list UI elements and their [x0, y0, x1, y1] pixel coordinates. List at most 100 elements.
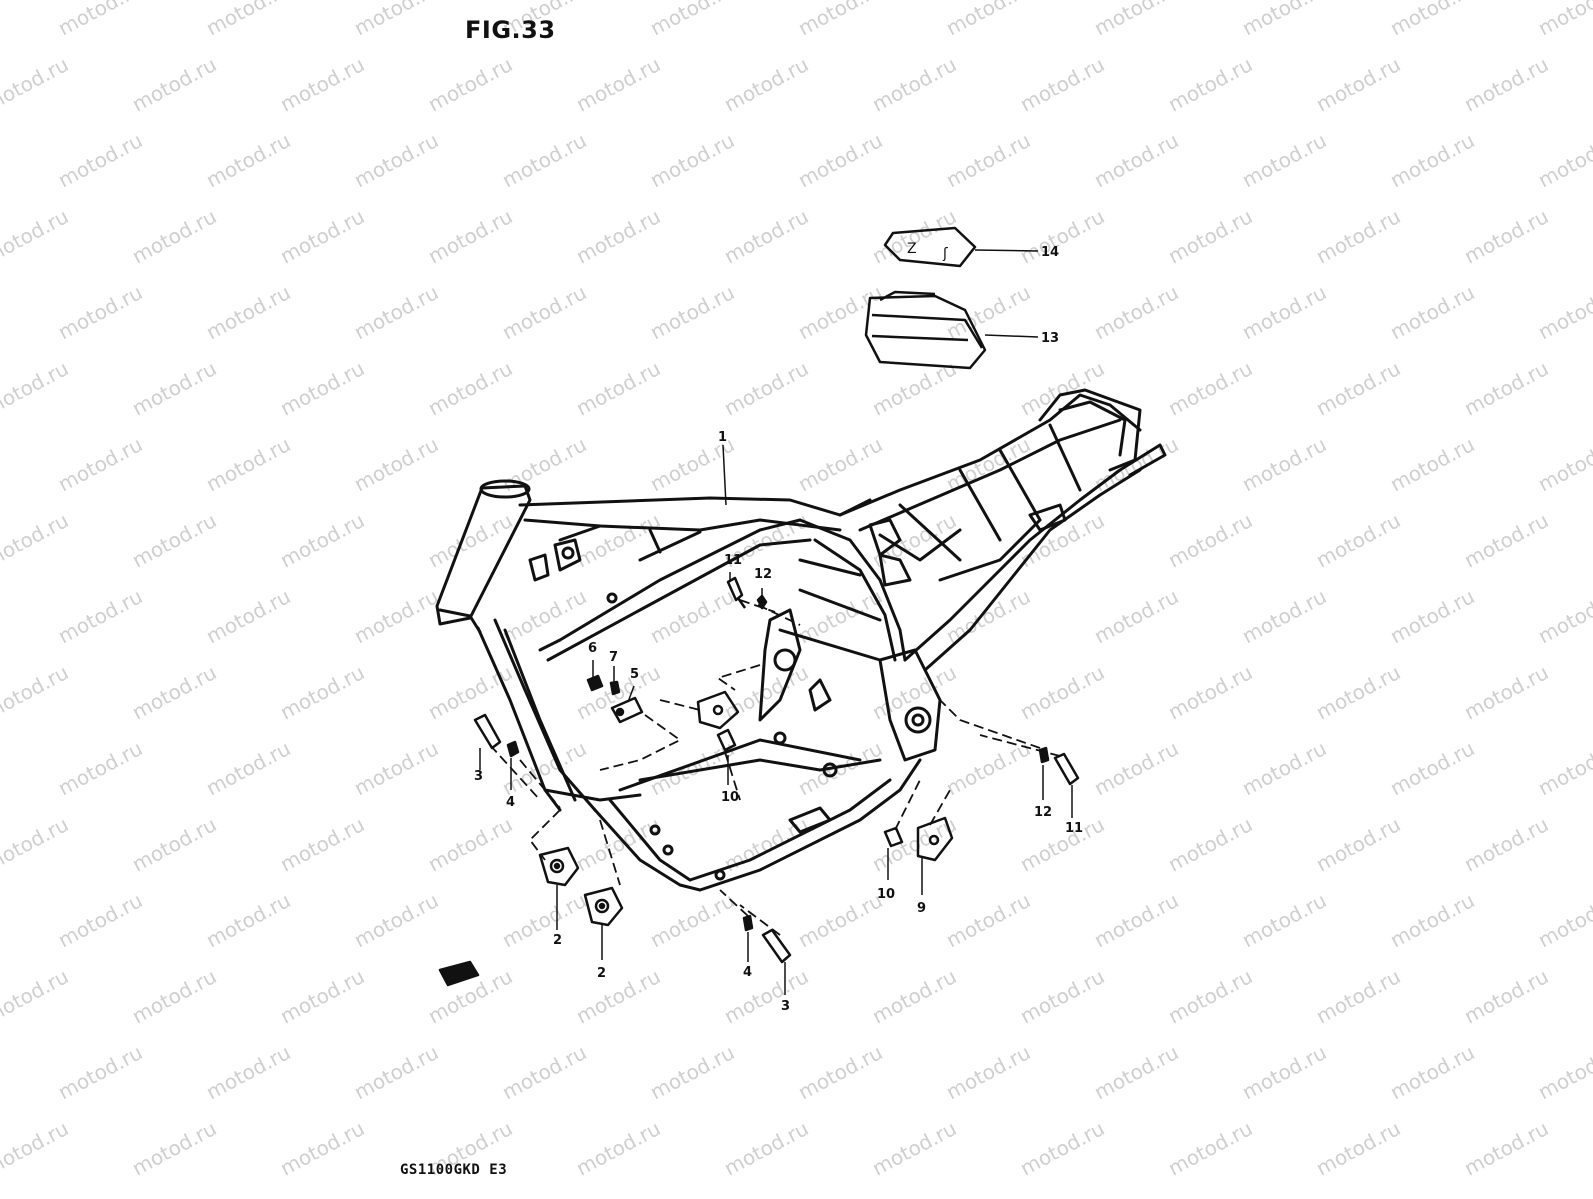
- watermark-text: motod.ru: [1534, 736, 1593, 800]
- callout-2b: 2: [597, 966, 606, 981]
- part-14-label: [883, 226, 977, 268]
- watermark-text: motod.ru: [1386, 584, 1478, 648]
- watermark-text: motod.ru: [276, 204, 368, 268]
- part-5-bracket: [610, 696, 644, 724]
- watermark-text: motod.ru: [1164, 204, 1256, 268]
- watermark-text: motod.ru: [1090, 128, 1182, 192]
- watermark-text: motod.ru: [1016, 812, 1108, 876]
- watermark-text: motod.ru: [1016, 660, 1108, 724]
- watermark-text: motod.ru: [1238, 736, 1330, 800]
- watermark-text: motod.ru: [350, 1040, 442, 1104]
- callout-13: 13: [1041, 331, 1059, 346]
- watermark-text: motod.ru: [276, 52, 368, 116]
- watermark-text: motod.ru: [942, 736, 1034, 800]
- watermark-text: motod.ru: [54, 280, 146, 344]
- front-cradle-left: [538, 518, 802, 652]
- watermark-text: motod.ru: [720, 204, 812, 268]
- assembly-lines: [489, 599, 1061, 936]
- watermark-text: motod.ru: [720, 356, 812, 420]
- watermark-text: motod.ru: [0, 660, 72, 724]
- watermark-text: motod.ru: [0, 812, 72, 876]
- watermark-text: motod.ru: [572, 52, 664, 116]
- watermark-text: motod.ru: [572, 964, 664, 1028]
- watermark-text: motod.ru: [1312, 660, 1404, 724]
- watermark-text: motod.ru: [1164, 52, 1256, 116]
- watermark-text: motod.ru: [1386, 280, 1478, 344]
- svg-text:ʃ: ʃ: [942, 246, 948, 262]
- callout-5: 5: [630, 667, 639, 682]
- figure-title: FIG.33: [465, 16, 556, 44]
- callout-1: 1: [718, 430, 727, 445]
- watermark-text: motod.ru: [1534, 128, 1593, 192]
- watermark-text: motod.ru: [1090, 888, 1182, 952]
- top-tube-left: [518, 496, 872, 517]
- steering-head-top: [479, 479, 531, 499]
- watermark-text: motod.ru: [1386, 432, 1478, 496]
- watermark-text: motod.ru: [54, 888, 146, 952]
- watermark-text: motod.ru: [0, 508, 72, 572]
- watermark-text: motod.ru: [1312, 356, 1404, 420]
- watermark-text: motod.ru: [1164, 356, 1256, 420]
- watermark-text: motod.ru: [202, 888, 294, 952]
- model-code: GS1100GKD E3: [400, 1162, 508, 1178]
- watermark-text: motod.ru: [128, 660, 220, 724]
- part-13-tray: [864, 294, 987, 370]
- watermark-text: motod.ru: [868, 964, 960, 1028]
- watermark-text: motod.ru: [276, 1116, 368, 1180]
- callout-2a: 2: [553, 933, 562, 948]
- part-4-nut-left: [506, 740, 520, 758]
- watermark-text: motod.ru: [1312, 1116, 1404, 1180]
- watermark-text: motod.ru: [202, 584, 294, 648]
- watermark-text: motod.ru: [350, 128, 442, 192]
- callout-7: 7: [609, 650, 618, 665]
- watermark-text: motod.ru: [1386, 128, 1478, 192]
- watermark-text: motod.ru: [54, 0, 146, 40]
- watermark-text: motod.ru: [1164, 812, 1256, 876]
- watermark-text: motod.ru: [54, 128, 146, 192]
- watermark-text: motod.ru: [794, 1040, 886, 1104]
- callout-9: 9: [917, 901, 926, 916]
- watermark-text: motod.ru: [646, 584, 738, 648]
- watermark-text: motod.ru: [276, 964, 368, 1028]
- watermark-text: motod.ru: [646, 888, 738, 952]
- watermark-text: motod.ru: [572, 508, 664, 572]
- watermark-text: motod.ru: [720, 52, 812, 116]
- watermark-text: motod.ru: [1460, 1116, 1552, 1180]
- watermark-text: motod.ru: [646, 280, 738, 344]
- watermark-text: motod.ru: [1460, 356, 1552, 420]
- watermark-text: motod.ru: [646, 0, 738, 40]
- watermark-text: motod.ru: [1534, 432, 1593, 496]
- callout-11a: 11: [724, 553, 742, 568]
- watermark-text: motod.ru: [498, 280, 590, 344]
- watermark-text: motod.ru: [424, 52, 516, 116]
- watermark-text: motod.ru: [794, 888, 886, 952]
- watermark-text: motod.ru: [942, 1040, 1034, 1104]
- watermark-text: motod.ru: [1312, 508, 1404, 572]
- part-bracket-center: [696, 690, 740, 730]
- watermark-text: motod.ru: [202, 280, 294, 344]
- part-4-nut-bottom: [742, 914, 754, 932]
- watermark-text: motod.ru: [942, 888, 1034, 952]
- watermark-text: motod.ru: [1164, 964, 1256, 1028]
- front-cradle-lower: [593, 808, 702, 892]
- watermark-text: motod.ru: [424, 356, 516, 420]
- watermark-text: motod.ru: [1460, 812, 1552, 876]
- watermark-text: motod.ru: [276, 356, 368, 420]
- watermark-text: motod.ru: [572, 1116, 664, 1180]
- watermark-text: motod.ru: [1312, 812, 1404, 876]
- engine-mount-center: [758, 608, 802, 722]
- watermark-text: motod.ru: [1534, 584, 1593, 648]
- part-2-plate-b: [583, 886, 624, 927]
- leader-lines: [479, 249, 1073, 995]
- watermark-text: motod.ru: [424, 812, 516, 876]
- watermark-text: motod.ru: [0, 1116, 72, 1180]
- watermark-text: motod.ru: [794, 432, 886, 496]
- watermark-text: motod.ru: [1016, 1116, 1108, 1180]
- watermark-text: motod.ru: [54, 736, 146, 800]
- part-11-bolt-upper: [726, 576, 744, 602]
- main-loop-lower: [698, 758, 922, 892]
- watermark-text: motod.ru: [1534, 0, 1593, 40]
- watermark-text: motod.ru: [202, 736, 294, 800]
